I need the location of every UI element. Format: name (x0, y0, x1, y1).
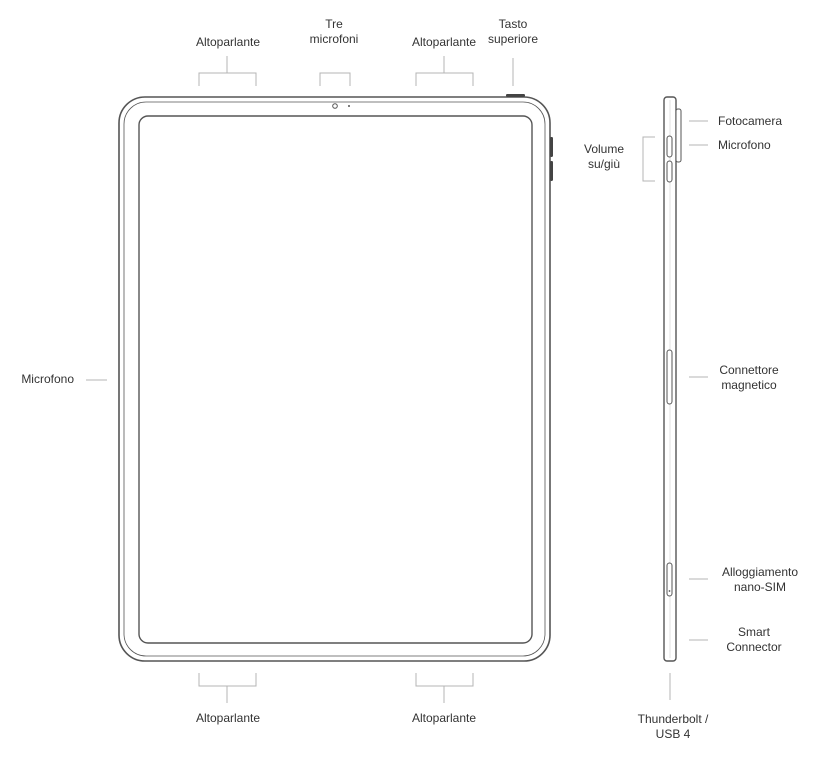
leader-three-mics (319, 72, 351, 86)
ipad-side-view (663, 96, 682, 662)
leader-lines (86, 56, 708, 703)
label-camera: Fotocamera (718, 114, 783, 128)
volume-button-up-side (666, 135, 673, 158)
nano-sim-tray (666, 562, 673, 597)
top-button (506, 94, 525, 97)
volume-button-down-side (666, 160, 673, 183)
ipad-front-view (118, 94, 553, 662)
label-magnetic-connector: Connettore magnetico (719, 363, 779, 392)
volume-button-down-front (550, 161, 553, 181)
label-mic-side: Microfono (718, 138, 771, 152)
label-speaker-bottom-left: Altoparlante (195, 711, 261, 725)
leader-speaker-top-right (415, 72, 474, 86)
label-top-button: Tasto superiore (487, 17, 539, 46)
camera-bump (675, 108, 682, 163)
label-speaker-top-left: Altoparlante (195, 35, 261, 49)
volume-button-up-front (550, 137, 553, 157)
front-sensor (348, 105, 350, 107)
label-speaker-bottom-right: Altoparlante (411, 711, 477, 725)
leader-speaker-top-left (198, 72, 257, 86)
nano-sim-hole (668, 590, 671, 592)
front-camera (332, 103, 338, 109)
label-volume: Volume su/giù (583, 142, 625, 171)
magnetic-connector-side (666, 349, 673, 405)
leader-volume (642, 136, 655, 182)
label-speaker-top-right: Altoparlante (411, 35, 477, 49)
label-smart-connector: Smart Connector (726, 625, 782, 654)
label-thunderbolt: Thunderbolt / USB 4 (637, 712, 709, 741)
ipad-screen (138, 115, 533, 644)
leader-speaker-bottom-left (198, 673, 257, 687)
label-nano-sim: Alloggiamento nano-SIM (721, 565, 799, 594)
leader-speaker-bottom-right (415, 673, 474, 687)
label-mic-left: Microfono (21, 372, 74, 386)
label-three-mics: Tre microfoni (309, 17, 359, 46)
